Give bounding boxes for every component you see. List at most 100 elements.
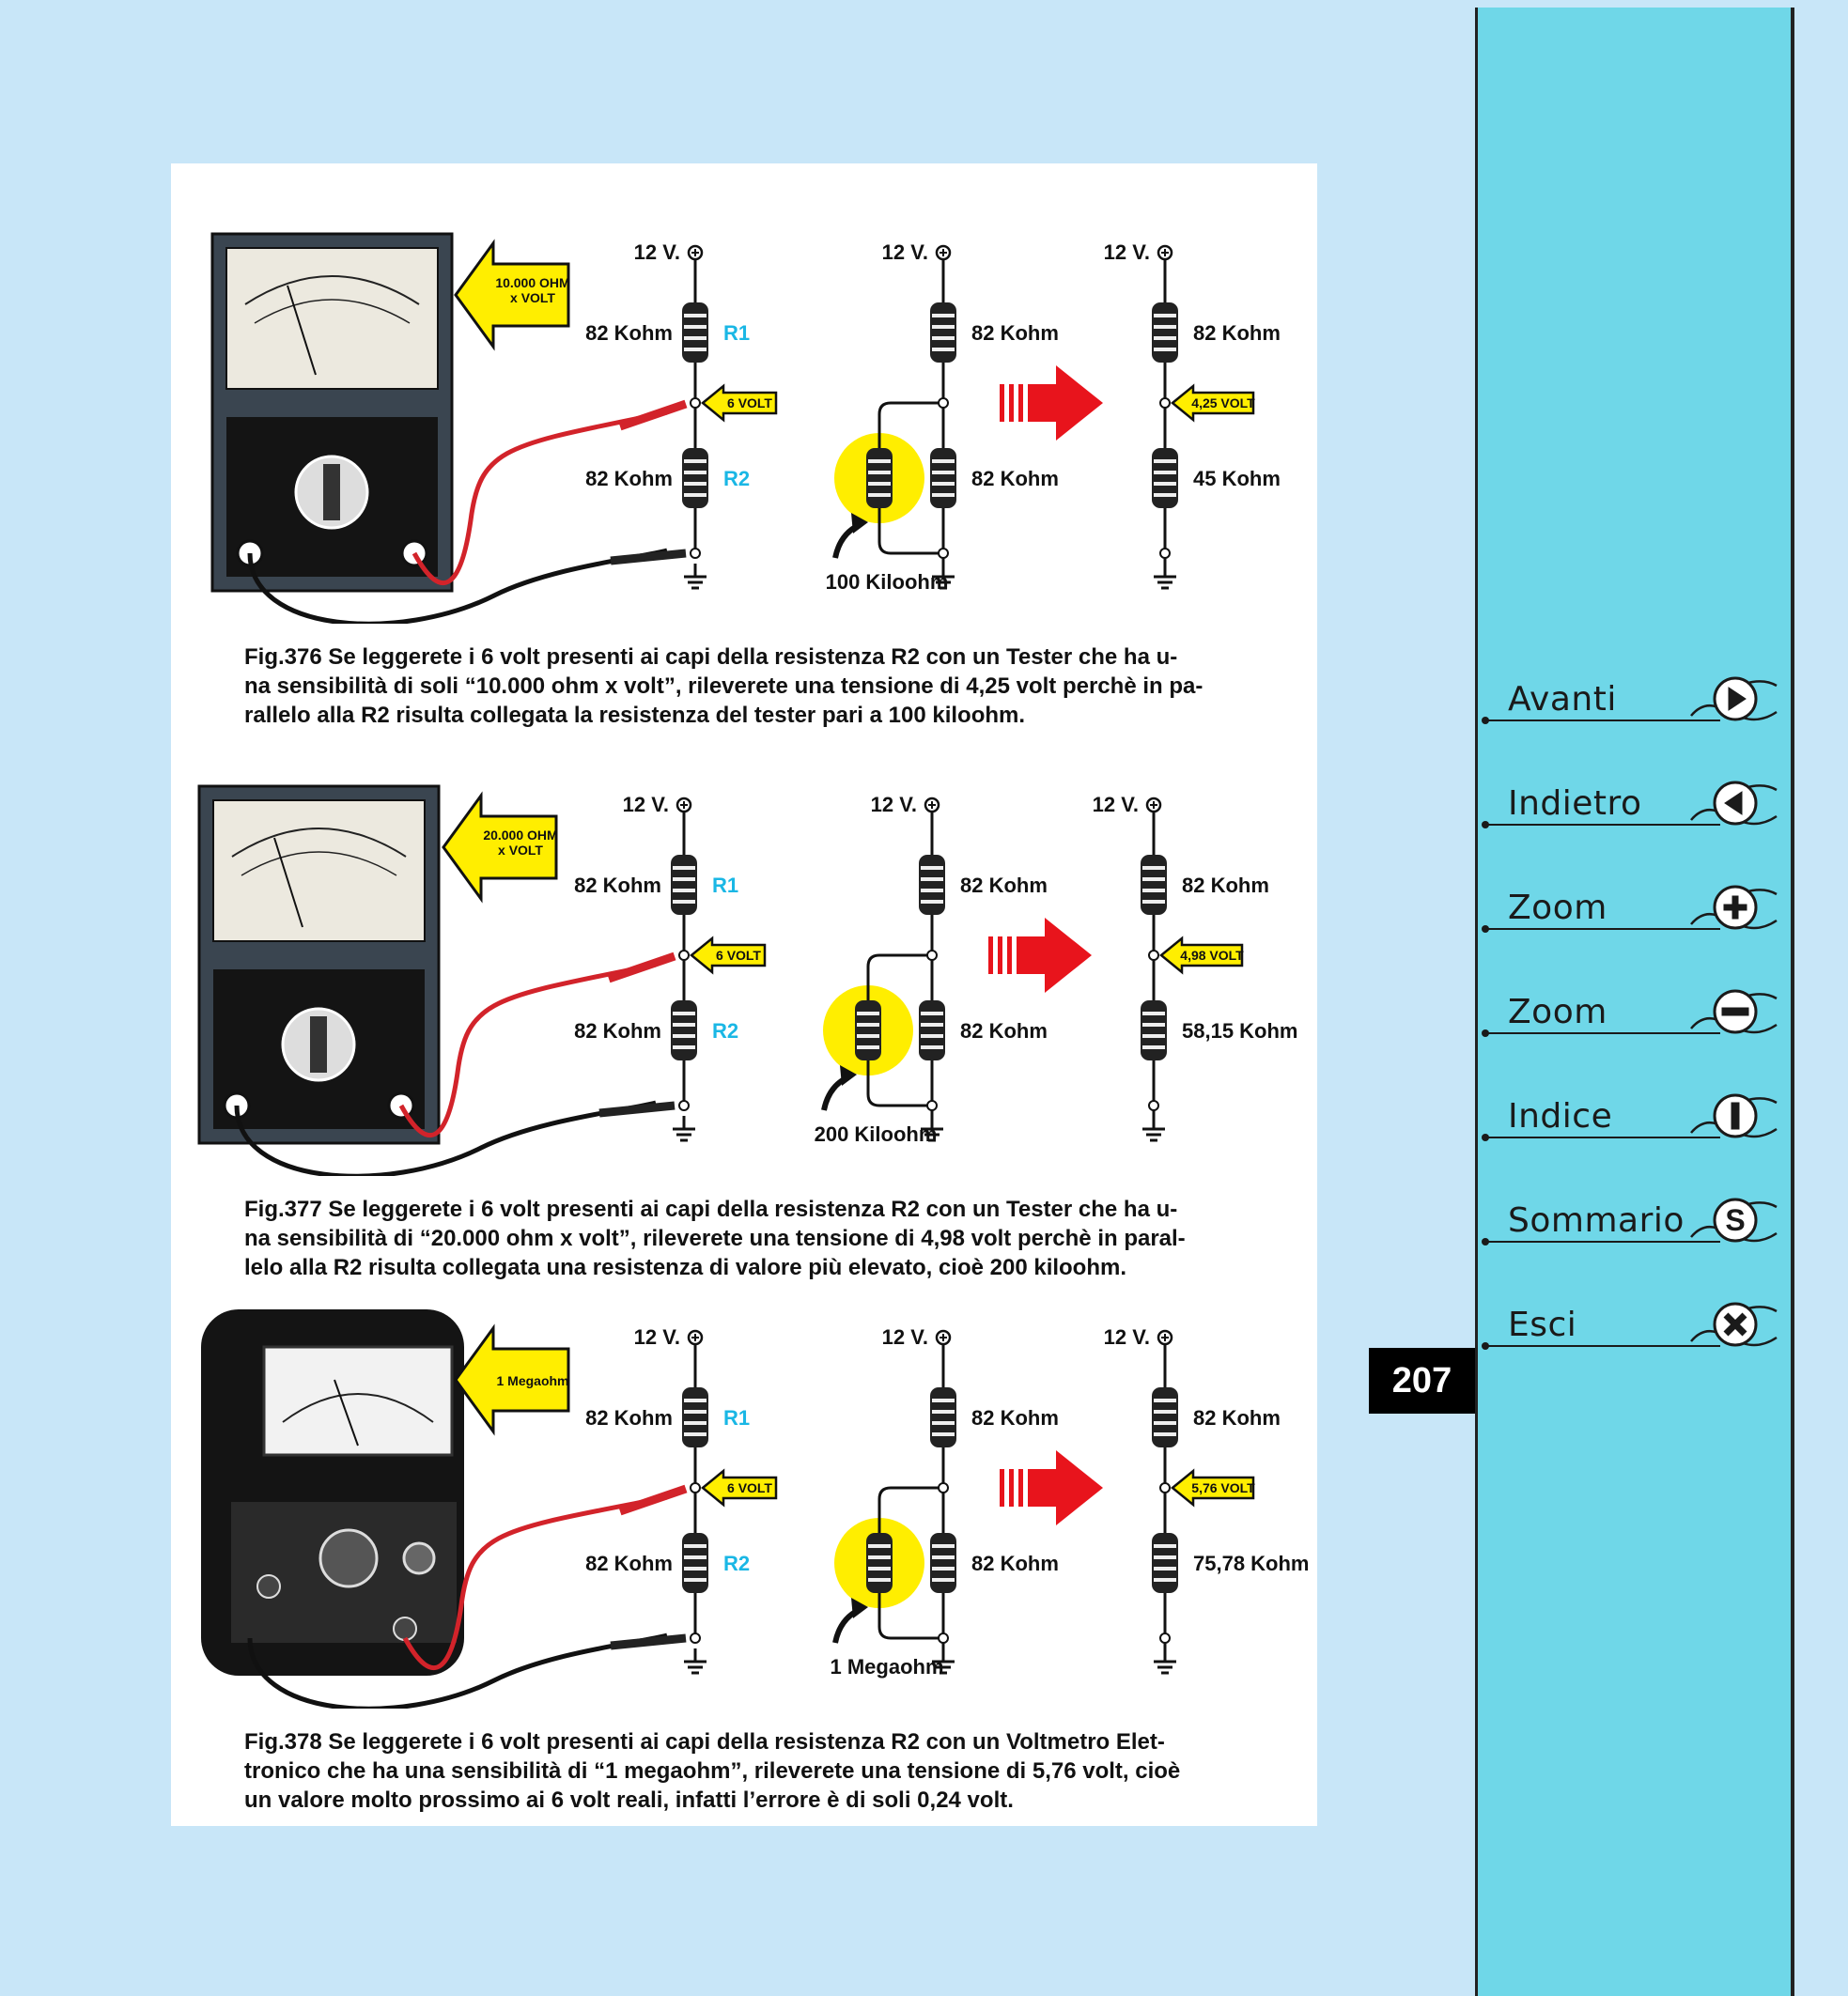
nav-avanti-button[interactable]: Avanti [1478, 667, 1797, 733]
resistor-r2 [671, 1000, 697, 1060]
voltage-arrow-measured-text: 4,98 VOLT [1180, 948, 1244, 963]
play-left-icon [1690, 781, 1778, 826]
r1-value-label: 82 Kohm [1182, 874, 1269, 897]
voltage-arrow-original: 6 VOLT [690, 936, 767, 975]
black-probe-tip [610, 549, 687, 565]
sensitivity-text: x VOLT [498, 843, 543, 858]
ground-symbol-icon [932, 1648, 955, 1675]
r2-name-label: R2 [712, 1019, 738, 1043]
r2-value-label: 82 Kohm [971, 467, 1059, 490]
red-probe-lead [398, 962, 657, 1138]
supply-label: 12 V. [1104, 1325, 1150, 1349]
r1-value-label: 82 Kohm [585, 321, 673, 345]
nav-bullet [1482, 1238, 1489, 1246]
play-right-icon [1690, 676, 1778, 721]
sensitivity-label-arrow: 1 Megaohm [454, 1323, 570, 1436]
voltage-arrow-measured-text: 5,76 VOLT [1191, 1480, 1255, 1495]
junction-node [1159, 548, 1171, 559]
caption-line: Fig.377 Se leggerete i 6 volt presenti a… [244, 1197, 1178, 1222]
tester-internal-resistor [866, 1533, 893, 1593]
supply-label: 12 V. [634, 240, 680, 264]
nav-underline [1485, 1241, 1720, 1243]
red-probe-tip [607, 952, 676, 983]
figure-caption: Fig.376 Se leggerete i 6 volt presenti a… [244, 642, 1250, 730]
voltage-arrow-original: 6 VOLT [701, 1468, 778, 1508]
exit-icon [1690, 1302, 1778, 1347]
caption-line: tronico che ha una sensibilità di “1 meg… [244, 1758, 1181, 1784]
resistor-r1 [682, 302, 708, 363]
supply-terminal-icon [687, 1329, 704, 1346]
voltage-arrow-measured: 5,76 VOLT [1171, 1468, 1255, 1508]
nav-esci-button[interactable]: Esci [1478, 1292, 1797, 1358]
r1-value-label: 82 Kohm [960, 874, 1048, 897]
red-probe-lead [412, 410, 668, 586]
nav-bullet [1482, 925, 1489, 933]
tester-resistance-label: 100 Kiloohm [826, 570, 949, 594]
red-result-arrow-icon [988, 918, 1092, 993]
nav-label: Avanti [1508, 680, 1617, 719]
r2-value-label: 82 Kohm [971, 1552, 1059, 1575]
resistor-r2 [682, 448, 708, 508]
junction-node [690, 1482, 701, 1493]
caption-line: lelo alla R2 risulta collegata una resis… [244, 1255, 1127, 1280]
resistor-r2 [919, 1000, 945, 1060]
supply-label: 12 V. [882, 240, 928, 264]
supply-label: 12 V. [882, 1325, 928, 1349]
tester-resistance-label: 1 Megaohm [830, 1655, 943, 1679]
nav-bullet [1482, 1029, 1489, 1037]
junction-node [1148, 1100, 1159, 1111]
nav-underline [1485, 928, 1720, 930]
r2-value-label: 82 Kohm [574, 1019, 661, 1043]
resistor-r1 [1141, 855, 1167, 915]
equivalent-r2-label: 58,15 Kohm [1182, 1019, 1298, 1043]
page-number: 207 [1369, 1348, 1475, 1414]
voltage-arrow-original-text: 6 VOLT [727, 1480, 772, 1495]
junction-node [938, 548, 949, 559]
junction-node [938, 1632, 949, 1644]
caption-line: un valore molto prossimo ai 6 volt reali… [244, 1787, 1014, 1813]
voltage-arrow-measured: 4,25 VOLT [1171, 383, 1255, 423]
r2-name-label: R2 [723, 467, 750, 490]
supply-terminal-icon [935, 244, 952, 261]
sensitivity-text: 20.000 OHM [483, 828, 557, 843]
nav-underline [1485, 824, 1720, 826]
nav-underline [1485, 719, 1720, 721]
voltage-arrow-measured-text: 4,25 VOLT [1191, 395, 1255, 410]
tester-internal-resistor [866, 448, 893, 508]
supply-label: 12 V. [871, 793, 917, 816]
nav-indietro-button[interactable]: Indietro [1478, 771, 1797, 837]
supply-terminal-icon [676, 797, 692, 813]
supply-terminal-icon [924, 797, 940, 813]
nav-bullet [1482, 1342, 1489, 1350]
nav-zoom-button[interactable]: Zoom [1478, 980, 1797, 1045]
resistor-r2-equivalent [1141, 1000, 1167, 1060]
ground-symbol-icon [1154, 564, 1176, 590]
figure-caption: Fig.378 Se leggerete i 6 volt presenti a… [244, 1727, 1250, 1815]
nav-indice-button[interactable]: Indice [1478, 1084, 1797, 1150]
resistor-r2-equivalent [1152, 1533, 1178, 1593]
nav-zoom-button[interactable]: Zoom [1478, 875, 1797, 941]
r1-value-label: 82 Kohm [574, 874, 661, 897]
supply-label: 12 V. [1104, 240, 1150, 264]
r1-name-label: R1 [712, 874, 738, 897]
resistor-r1 [1152, 302, 1178, 363]
red-probe-tip [618, 399, 688, 431]
junction-node [1159, 397, 1171, 409]
ground-symbol-icon [684, 564, 707, 590]
caption-line: rallelo alla R2 risulta collegata la res… [244, 703, 1026, 728]
resistor-r2 [930, 448, 956, 508]
